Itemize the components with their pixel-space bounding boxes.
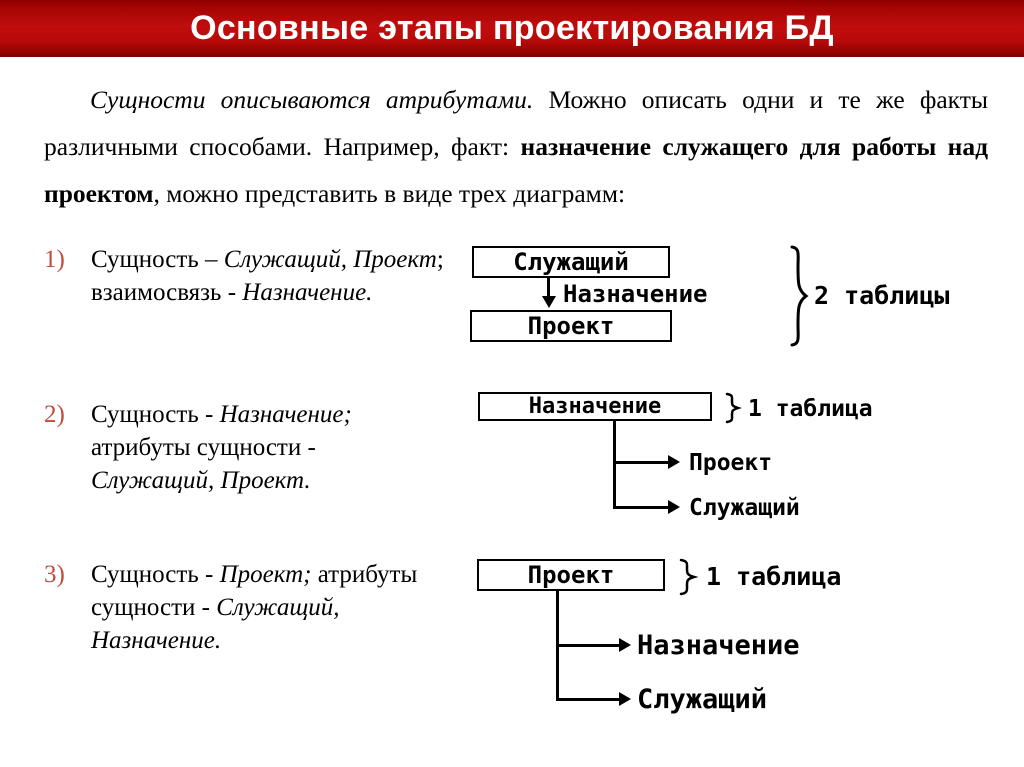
item3-plain-2: атрибуты сущности - [91, 561, 418, 621]
connector-line-horizontal [556, 644, 622, 647]
list-item-marker: 3) [44, 561, 65, 588]
item3-plain-1: Сущность - [91, 561, 220, 588]
list-item-body: Сущность – Служащий, Проект; взаимосвязь… [91, 243, 444, 309]
intro-plain-2: , можно представить в виде трех диаграмм… [153, 179, 626, 208]
entity-box-proekt: Проект [477, 559, 665, 591]
relationship-label-naznachenie: Назначение [563, 280, 708, 308]
result-label-1-table: 1 таблица [748, 396, 873, 422]
brace-icon [786, 245, 812, 351]
arrow-right-icon [668, 455, 680, 469]
item2-plain-2: атрибуты сущности - [91, 434, 316, 461]
list-item-marker: 1) [44, 246, 65, 273]
item1-plain-2: ; взаимосвязь - [91, 246, 444, 306]
intro-plain-1: Можно описать одни и те же факты различн… [44, 85, 989, 161]
item3-italic-2: Служащий, Назначение. [91, 594, 340, 654]
connector-line-vertical [613, 421, 616, 509]
list-item: 2) Сущность - Назначение; атрибуты сущно… [44, 398, 444, 497]
list-item: 1) Сущность – Служащий, Проект; взаимосв… [44, 243, 444, 309]
intro-paragraph: Сущности описываются атрибутами. Можно о… [44, 76, 988, 217]
attribute-label-naznachenie: Назначение [637, 630, 800, 661]
attribute-label-proekt: Проект [689, 450, 773, 476]
slide-title-band: Основные этапы проектирования БД [0, 0, 1024, 57]
arrow-right-icon [668, 500, 680, 514]
result-label-2-tables: 2 таблицы [814, 281, 950, 310]
attribute-label-sluzhashchiy: Служащий [689, 495, 800, 521]
attribute-label-sluzhashchiy: Служащий [637, 684, 768, 715]
brace-icon [722, 392, 744, 428]
connector-line-horizontal [613, 461, 671, 464]
item2-italic-1: Назначение; [219, 401, 352, 428]
list-item-marker: 2) [44, 401, 65, 428]
page-title: Основные этапы проектирования БД [190, 8, 834, 47]
connector-line-vertical [547, 278, 550, 298]
item1-italic-2: Назначение. [242, 279, 373, 306]
connector-line-horizontal [613, 506, 671, 509]
entity-box-naznachenie: Назначение [478, 392, 712, 421]
brace-icon [676, 558, 700, 600]
arrow-down-icon [542, 296, 556, 308]
item1-plain-1: Сущность – [91, 246, 224, 273]
entity-box-sluzhashchiy: Служащий [472, 246, 670, 278]
connector-line-horizontal [556, 698, 622, 701]
intro-italic-lead: Сущности описываются атрибутами. [90, 85, 534, 114]
item3-italic-1: Проект; [219, 561, 312, 588]
item2-plain-1: Сущность - [91, 401, 220, 428]
item1-italic-1: Служащий, Проект [223, 246, 437, 273]
list-item: 3) Сущность - Проект; атрибуты сущности … [44, 558, 444, 657]
list-item-body: Сущность - Назначение; атрибуты сущности… [91, 398, 444, 497]
list-item-body: Сущность - Проект; атрибуты сущности - С… [91, 558, 444, 657]
arrow-right-icon [619, 692, 631, 706]
intro-bold-fact: назначение служащего для работы над прое… [44, 132, 988, 208]
item2-italic-2: Служащий, Проект. [91, 467, 311, 494]
arrow-right-icon [619, 638, 631, 652]
entity-box-proekt: Проект [470, 310, 672, 342]
result-label-1-table: 1 таблица [706, 562, 842, 591]
